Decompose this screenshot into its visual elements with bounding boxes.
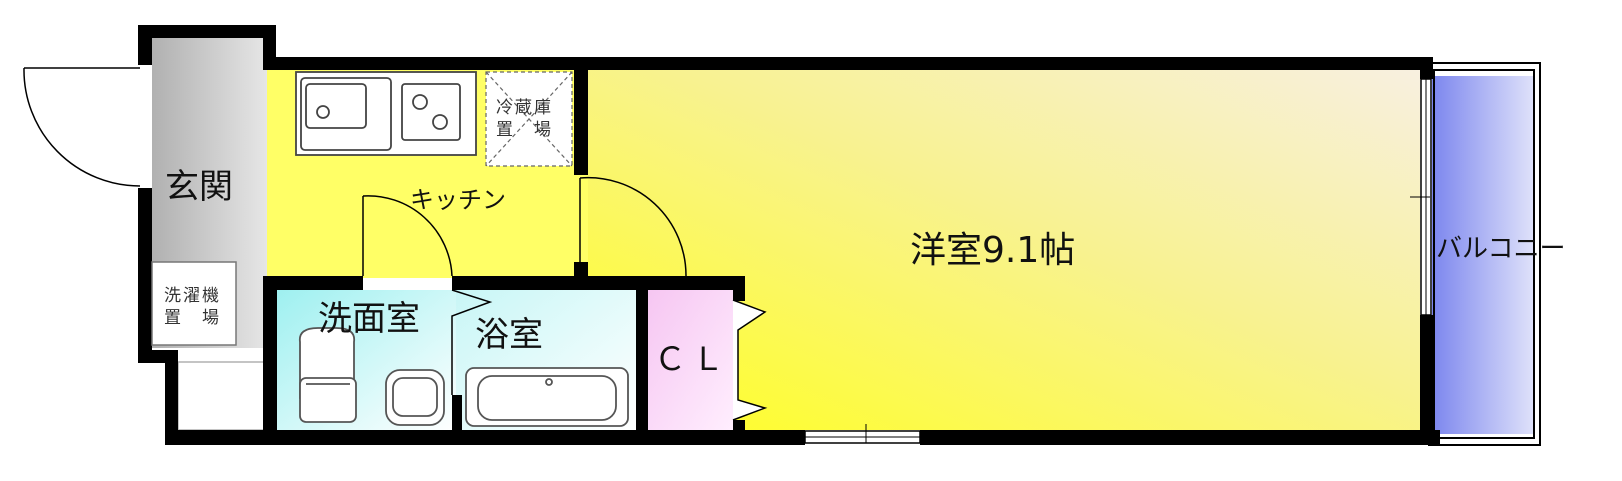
washer-label-2: 置 場	[164, 308, 221, 328]
room-door	[579, 176, 687, 277]
toilet	[298, 327, 357, 423]
washer-space	[151, 261, 237, 346]
window-south	[804, 424, 921, 444]
entrance-door	[23, 67, 141, 187]
bath-door	[451, 289, 493, 395]
balcony-label: バルコニー	[1436, 234, 1566, 264]
washroom-door	[362, 195, 453, 277]
kitchen-label: キッチン	[410, 186, 506, 214]
closet-fill	[648, 290, 733, 430]
closet-doors	[732, 299, 768, 421]
closet-label: ＣＬ	[654, 340, 731, 378]
wash-basin	[385, 369, 445, 426]
fridge-label-1: 冷蔵庫	[496, 98, 553, 118]
entry-storage	[177, 361, 265, 431]
bathroom-label: 浴室	[475, 315, 543, 355]
window-balcony	[1410, 78, 1432, 316]
western-room-label: 洋室9.1帖	[910, 230, 1076, 271]
bathtub	[465, 367, 629, 427]
window-genkan-gap	[137, 65, 152, 188]
kitchen-counter	[295, 71, 477, 156]
balcony-fill	[1432, 76, 1534, 434]
fridge-label-2: 置 場	[496, 120, 553, 140]
fridge-space	[485, 71, 573, 167]
washroom-label: 洗面室	[318, 299, 420, 339]
walls	[138, 25, 1440, 445]
washer-label-1: 洗濯機	[164, 286, 221, 306]
genkan-label: 玄関	[165, 167, 233, 207]
